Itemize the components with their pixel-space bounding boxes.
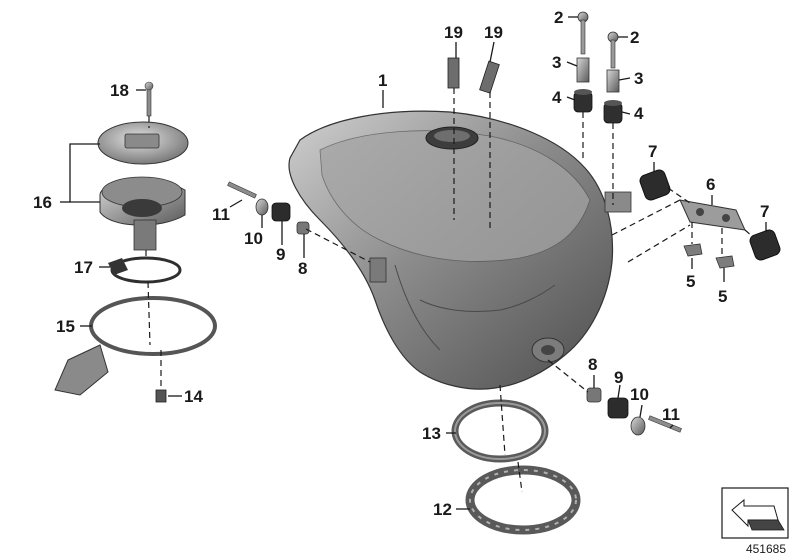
callout-9: 9: [614, 368, 623, 387]
callout-4: 4: [552, 88, 562, 107]
callout-7: 7: [760, 202, 769, 221]
callout-10: 10: [244, 229, 263, 248]
callout-2: 2: [630, 28, 639, 47]
callout-5: 5: [686, 272, 695, 291]
left-mount-stack: [227, 181, 310, 235]
callout-15: 15: [56, 317, 75, 336]
callout-7: 7: [648, 142, 657, 161]
side-bracket-parts: [639, 169, 781, 269]
callout-13: 13: [422, 424, 441, 443]
callout-8: 8: [298, 259, 307, 278]
callout-6: 6: [706, 175, 715, 194]
tank-rings: [451, 399, 581, 535]
callout-2: 2: [554, 8, 563, 27]
fuel-tank: [288, 110, 632, 390]
callout-11: 11: [212, 205, 230, 224]
callout-5: 5: [718, 287, 727, 306]
filler-cap-assembly: [54, 81, 217, 403]
callout-labels: 1 19 19 2 2 3 3 4 4 7 6 7 5 5 11 10 9 8 …: [33, 8, 769, 519]
callout-19: 19: [484, 23, 503, 42]
callout-4: 4: [634, 104, 644, 123]
leader-lines: [60, 16, 767, 510]
right-mount-stack: [586, 387, 682, 436]
diagram-reference-number: 451685: [745, 542, 786, 556]
callout-3: 3: [552, 53, 561, 72]
direction-arrow-icon: [721, 487, 789, 539]
callout-17: 17: [74, 258, 93, 277]
assembly-lines: [145, 88, 753, 493]
callout-8: 8: [588, 355, 597, 374]
rubber-strip-part: [447, 57, 500, 94]
callout-11: 11: [662, 405, 680, 424]
callout-9: 9: [276, 245, 285, 264]
callout-12: 12: [433, 500, 452, 519]
callout-10: 10: [630, 385, 649, 404]
callout-3: 3: [634, 69, 643, 88]
tank-mount-parts: [573, 11, 623, 124]
callout-16: 16: [33, 193, 52, 212]
callout-19: 19: [444, 23, 463, 42]
callout-1: 1: [378, 71, 387, 90]
callout-14: 14: [184, 387, 203, 406]
callout-18: 18: [110, 81, 129, 100]
